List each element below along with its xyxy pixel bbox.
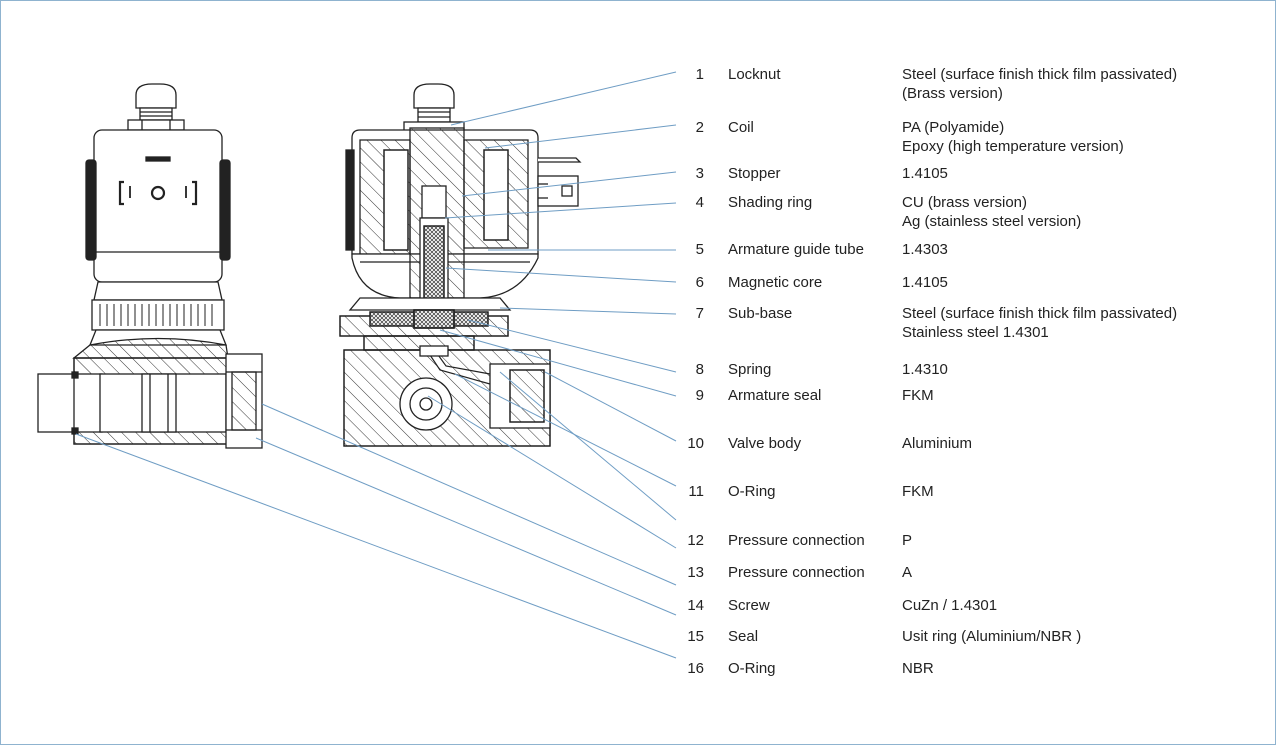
section-view <box>339 83 582 447</box>
part-name: Coil <box>728 119 754 136</box>
part-material: Steel (surface finish thick film passiva… <box>902 304 1177 342</box>
part-material: Aluminium <box>902 434 972 453</box>
part-material: FKM <box>902 482 934 501</box>
material-line: Ag (stainless steel version) <box>902 213 1082 230</box>
part-name: Stopper <box>728 165 781 182</box>
material-line: Epoxy (high temperature version) <box>902 138 1124 155</box>
material-line: Stainless steel 1.4301 <box>902 324 1049 341</box>
part-name: Pressure connection <box>728 532 865 549</box>
part-material: CU (brass version) Ag (stainless steel ve… <box>902 193 1081 231</box>
side-view <box>37 83 263 449</box>
part-name: Screw <box>728 597 770 614</box>
material-line: Steel (surface finish thick film passiva… <box>902 66 1178 83</box>
part-material: 1.4310 <box>902 360 948 379</box>
material-line: PA (Polyamide) <box>902 119 1005 136</box>
material-line: 1.4105 <box>902 165 948 182</box>
material-line: FKM <box>902 483 934 500</box>
material-line: Steel (surface finish thick film passiva… <box>902 305 1178 322</box>
material-line: P <box>902 532 913 549</box>
part-number: 5 <box>695 241 704 258</box>
part-name: O-Ring <box>728 660 776 677</box>
material-line: NBR <box>902 660 934 677</box>
material-line: A <box>902 564 913 581</box>
part-name: O-Ring <box>728 483 776 500</box>
part-number: 1 <box>695 66 704 83</box>
part-material: 1.4105 <box>902 164 948 183</box>
part-name: Armature seal <box>728 387 822 404</box>
part-number: 4 <box>695 194 704 211</box>
material-line: Usit ring (Aluminium/NBR ) <box>902 628 1082 645</box>
part-number: 10 <box>687 435 704 452</box>
part-number: 6 <box>695 274 704 291</box>
material-line: Aluminium <box>902 435 973 452</box>
part-material: 1.4303 <box>902 240 948 259</box>
part-name: Magnetic core <box>728 274 823 291</box>
material-line: 1.4105 <box>902 274 948 291</box>
material-line: CU (brass version) <box>902 194 1028 211</box>
part-number: 16 <box>687 660 704 677</box>
material-line: 1.4303 <box>902 241 948 258</box>
material-line: 1.4310 <box>902 361 948 378</box>
part-material: Steel (surface finish thick film passiva… <box>902 65 1177 103</box>
part-name: Locknut <box>728 66 781 83</box>
part-number: 11 <box>688 483 704 500</box>
part-material: A <box>902 563 912 582</box>
part-name: Shading ring <box>728 194 813 211</box>
part-number: 12 <box>687 532 704 549</box>
part-name: Armature guide tube <box>728 241 864 258</box>
part-number: 15 <box>687 628 704 645</box>
part-name: Spring <box>728 361 772 378</box>
part-material: Usit ring (Aluminium/NBR ) <box>902 627 1081 646</box>
part-number: 13 <box>687 564 704 581</box>
part-material: NBR <box>902 659 934 678</box>
part-number: 9 <box>695 387 704 404</box>
part-name: Seal <box>728 628 759 645</box>
part-name: Sub-base <box>728 305 793 322</box>
part-material: FKM <box>902 386 934 405</box>
material-line: CuZn / 1.4301 <box>902 597 998 614</box>
part-material: P <box>902 531 912 550</box>
part-material: PA (Polyamide) Epoxy (high temperature ve… <box>902 118 1124 156</box>
part-name: Valve body <box>728 435 802 452</box>
material-line: FKM <box>902 387 934 404</box>
part-name: Pressure connection <box>728 564 865 581</box>
material-line: (Brass version) <box>902 85 1003 102</box>
part-number: 2 <box>695 119 704 136</box>
part-number: 7 <box>695 305 704 322</box>
part-material: 1.4105 <box>902 273 948 292</box>
part-number: 3 <box>695 165 704 182</box>
part-number: 14 <box>687 597 704 614</box>
part-number: 8 <box>695 361 704 378</box>
leader-lines <box>75 71 677 659</box>
part-material: CuZn / 1.4301 <box>902 596 997 615</box>
